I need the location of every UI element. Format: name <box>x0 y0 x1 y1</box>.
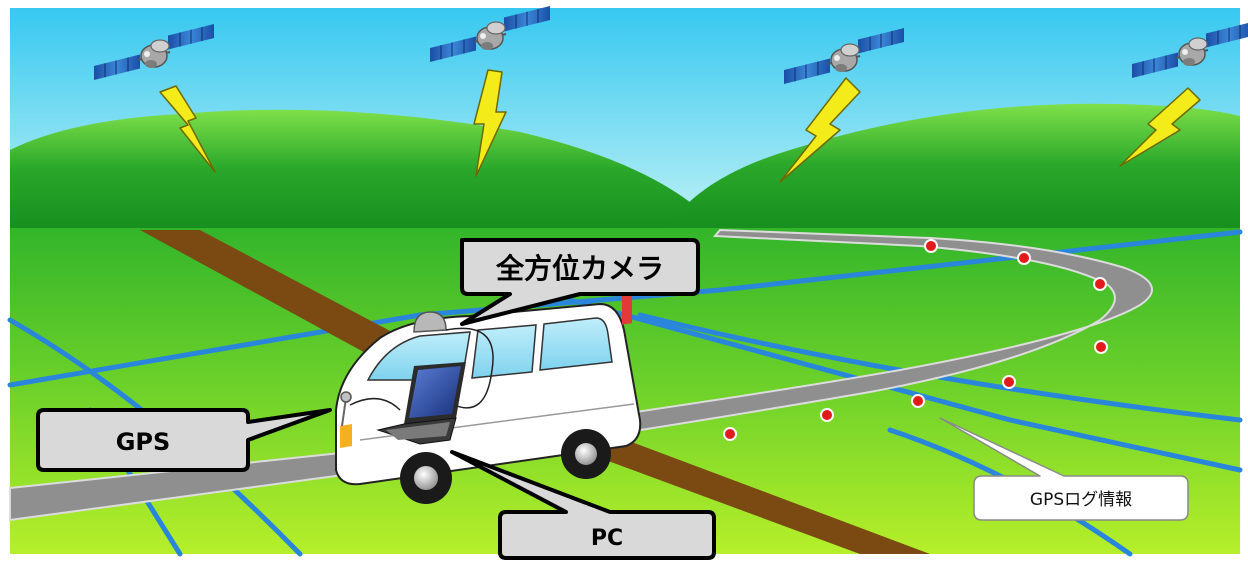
callout-pc: PC <box>450 450 716 560</box>
signal-bolt-4 <box>1119 87 1201 167</box>
van-wheel-front <box>400 452 452 504</box>
gps-log-dot <box>723 427 737 441</box>
callout-gps-log-label: GPSログ情報 <box>1030 490 1132 510</box>
van-wheel-rear <box>561 429 611 479</box>
gps-log-dot <box>924 239 938 253</box>
laptop-pc <box>376 362 466 445</box>
gps-log-dot <box>911 394 925 408</box>
callout-pc-label: PC <box>591 526 623 551</box>
callout-camera: 全方位カメラ <box>460 238 700 326</box>
gps-log-dot <box>1094 340 1108 354</box>
survey-van <box>335 283 642 504</box>
gps-log-dot <box>1017 251 1031 265</box>
gps-log-dots <box>723 239 1108 441</box>
hill-right <box>660 103 1240 240</box>
hill-left <box>10 109 720 240</box>
callout-gps-log: GPSログ情報 <box>939 417 1189 521</box>
omnidirectional-camera <box>413 311 447 333</box>
callout-gps-label: GPS <box>116 428 171 456</box>
gps-log-dot <box>1002 375 1016 389</box>
signal-bolt-2 <box>473 69 507 177</box>
callout-gps: GPS <box>36 408 332 472</box>
road <box>9 228 1153 522</box>
signal-bolt-1 <box>159 85 216 173</box>
signal-bolt-3 <box>779 77 861 183</box>
callout-camera-label: 全方位カメラ <box>495 252 664 285</box>
gps-log-dot <box>820 408 834 422</box>
dirt-path <box>140 230 930 554</box>
gps-log-dot <box>1093 277 1107 291</box>
